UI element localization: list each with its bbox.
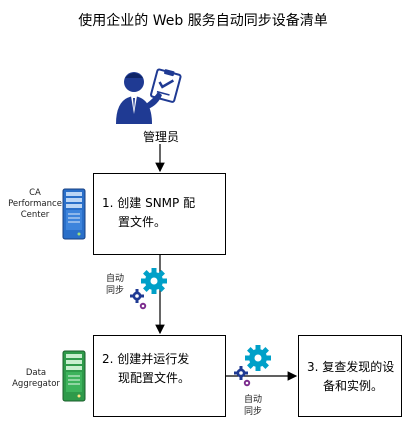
sync-label-1: 自动 同步 [106, 273, 124, 297]
sync-gears-icon [130, 268, 167, 310]
step-3-line-2: 备和实例。 [323, 379, 384, 393]
step-1-line-2: 置文件。 [118, 215, 167, 229]
server-1-label-line-2: Performance [8, 199, 62, 209]
administrator-label: 管理员 [142, 130, 179, 144]
server-2-label-line-1: Data [25, 368, 47, 378]
step-2-box: 2. 创建并运行发 现配置文件。 [93, 335, 226, 417]
server-green-icon [62, 350, 86, 402]
sync-label-1-line-2: 同步 [106, 286, 125, 296]
sync-gears-icon [234, 345, 271, 387]
sync-label-2-line-2: 同步 [244, 407, 263, 417]
step-1-line-1: 1. 创建 SNMP 配 [102, 196, 196, 210]
step-3-line-1: 3. 复查发现的设 [307, 360, 395, 374]
sync-label-2-line-1: 自动 [244, 395, 263, 405]
step-3-box: 3. 复查发现的设 备和实例。 [298, 335, 402, 417]
step-1-box: 1. 创建 SNMP 配 置文件。 [93, 173, 226, 255]
server-1-label-line-3: Center [20, 210, 50, 220]
step-2-line-2: 现配置文件。 [118, 371, 191, 385]
sync-label-1-line-1: 自动 [106, 274, 125, 284]
server-1-label: CA Performance Center [4, 188, 66, 221]
administrator-icon [116, 68, 182, 124]
server-2-label-line-2: Aggregator [12, 379, 60, 389]
diagram-title: 使用企业的 Web 服务自动同步设备清单 [78, 13, 328, 29]
server-2-label: Data Aggregator [6, 368, 66, 390]
step-2-line-1: 2. 创建并运行发 [102, 352, 190, 366]
sync-label-2: 自动 同步 [244, 394, 262, 418]
server-blue-icon [62, 188, 86, 240]
server-1-label-line-1: CA [29, 188, 41, 198]
